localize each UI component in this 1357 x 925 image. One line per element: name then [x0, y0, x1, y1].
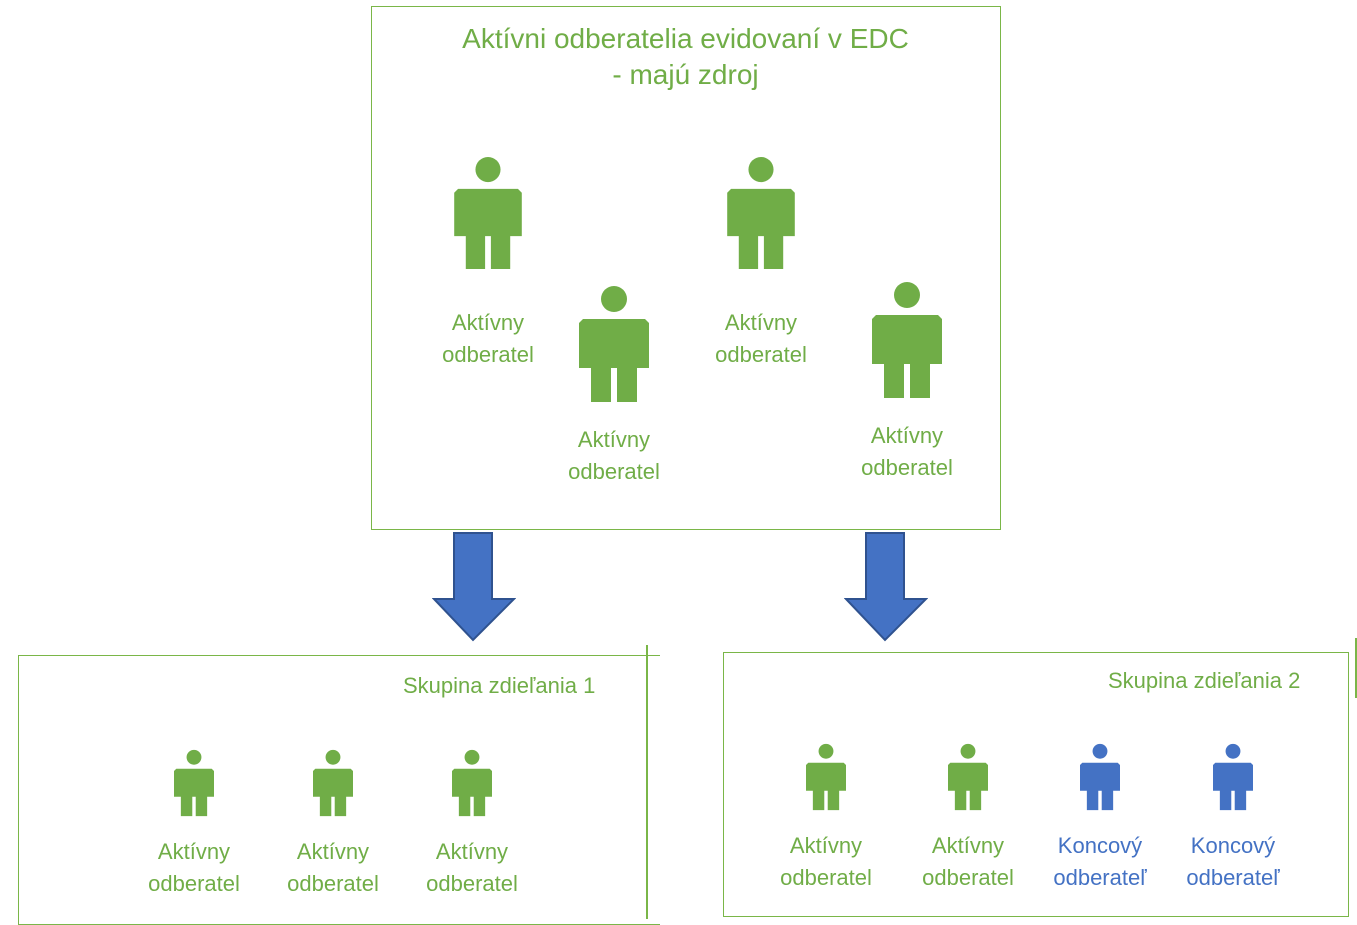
- person-label-line1: Aktívny: [931, 833, 1005, 858]
- person-label-line2: odberatel: [148, 870, 240, 896]
- person-label-line2: odberateľ: [1053, 864, 1147, 890]
- group1-person-3: Aktívny odberatel: [402, 740, 542, 900]
- person-label: Aktívny odberatel: [402, 836, 542, 900]
- person-label-line2: odberatel: [922, 864, 1014, 890]
- main-box-title: Aktívni odberatelia evidovaní v EDC - ma…: [372, 21, 999, 93]
- group2-person-1: Aktívny odberatel: [756, 734, 896, 894]
- person-label-line2: odberatel: [426, 870, 518, 896]
- down-arrow-icon: [844, 532, 928, 642]
- person-label-line1: Aktívny: [724, 310, 798, 335]
- person-label-line2: odberateľ: [1186, 864, 1280, 890]
- person-label: Aktívny odberatel: [418, 307, 558, 371]
- person-label-line1: Aktívny: [870, 423, 944, 448]
- group2-person-4: Koncový odberateľ: [1163, 734, 1303, 894]
- main-person-1: Aktívny odberatel: [418, 157, 558, 371]
- group2-person-3: Koncový odberateľ: [1030, 734, 1170, 894]
- person-label-line2: odberatel: [287, 870, 379, 896]
- main-person-4: Aktívny odberatel: [837, 270, 977, 484]
- person-label-line2: odberatel: [715, 341, 807, 367]
- person-label-line1: Aktívny: [451, 310, 525, 335]
- person-label: Aktívny odberatel: [124, 836, 264, 900]
- person-label: Aktívny odberatel: [544, 424, 684, 488]
- group-1-title: Skupina zdieľania 1: [403, 673, 596, 698]
- group2-person-2: Aktívny odberatel: [898, 734, 1038, 894]
- person-label-line2: odberatel: [780, 864, 872, 890]
- group1-person-1: Aktívny odberatel: [124, 740, 264, 900]
- person-icon: [726, 157, 796, 269]
- person-label-line1: Koncový: [1190, 833, 1276, 858]
- person-label: Koncový odberateľ: [1163, 830, 1303, 894]
- person-label: Aktívny odberatel: [691, 307, 831, 371]
- person-label: Koncový odberateľ: [1030, 830, 1170, 894]
- person-icon: [579, 274, 649, 414]
- person-label-line1: Koncový: [1057, 833, 1143, 858]
- person-icon: [872, 270, 942, 410]
- person-icon: [452, 749, 492, 817]
- person-icon: [806, 743, 846, 811]
- person-icon: [1080, 743, 1120, 811]
- person-label-line1: Aktívny: [789, 833, 863, 858]
- person-label-line1: Aktívny: [577, 427, 651, 452]
- divider: [1355, 638, 1357, 698]
- main-person-3: Aktívny odberatel: [691, 157, 831, 371]
- person-label: Aktívny odberatel: [837, 420, 977, 484]
- down-arrow-icon: [432, 532, 516, 642]
- person-icon: [948, 743, 988, 811]
- person-label: Aktívny odberatel: [898, 830, 1038, 894]
- main-person-2: Aktívny odberatel: [544, 274, 684, 488]
- person-label-line1: Aktívny: [157, 839, 231, 864]
- person-label: Aktívny odberatel: [263, 836, 403, 900]
- person-label-line2: odberatel: [442, 341, 534, 367]
- person-icon: [174, 749, 214, 817]
- person-icon: [313, 749, 353, 817]
- person-label-line2: odberatel: [861, 454, 953, 480]
- person-icon: [453, 157, 523, 269]
- person-icon: [1213, 743, 1253, 811]
- main-box-title-line1: Aktívni odberatelia evidovaní v EDC: [462, 23, 909, 54]
- person-label: Aktívny odberatel: [756, 830, 896, 894]
- main-box-title-line2: - majú zdroj: [612, 59, 759, 90]
- person-label-line1: Aktívny: [296, 839, 370, 864]
- group1-person-2: Aktívny odberatel: [263, 740, 403, 900]
- person-label-line2: odberatel: [568, 458, 660, 484]
- group-2-title: Skupina zdieľania 2: [1108, 668, 1301, 693]
- divider: [646, 645, 648, 919]
- person-label-line1: Aktívny: [435, 839, 509, 864]
